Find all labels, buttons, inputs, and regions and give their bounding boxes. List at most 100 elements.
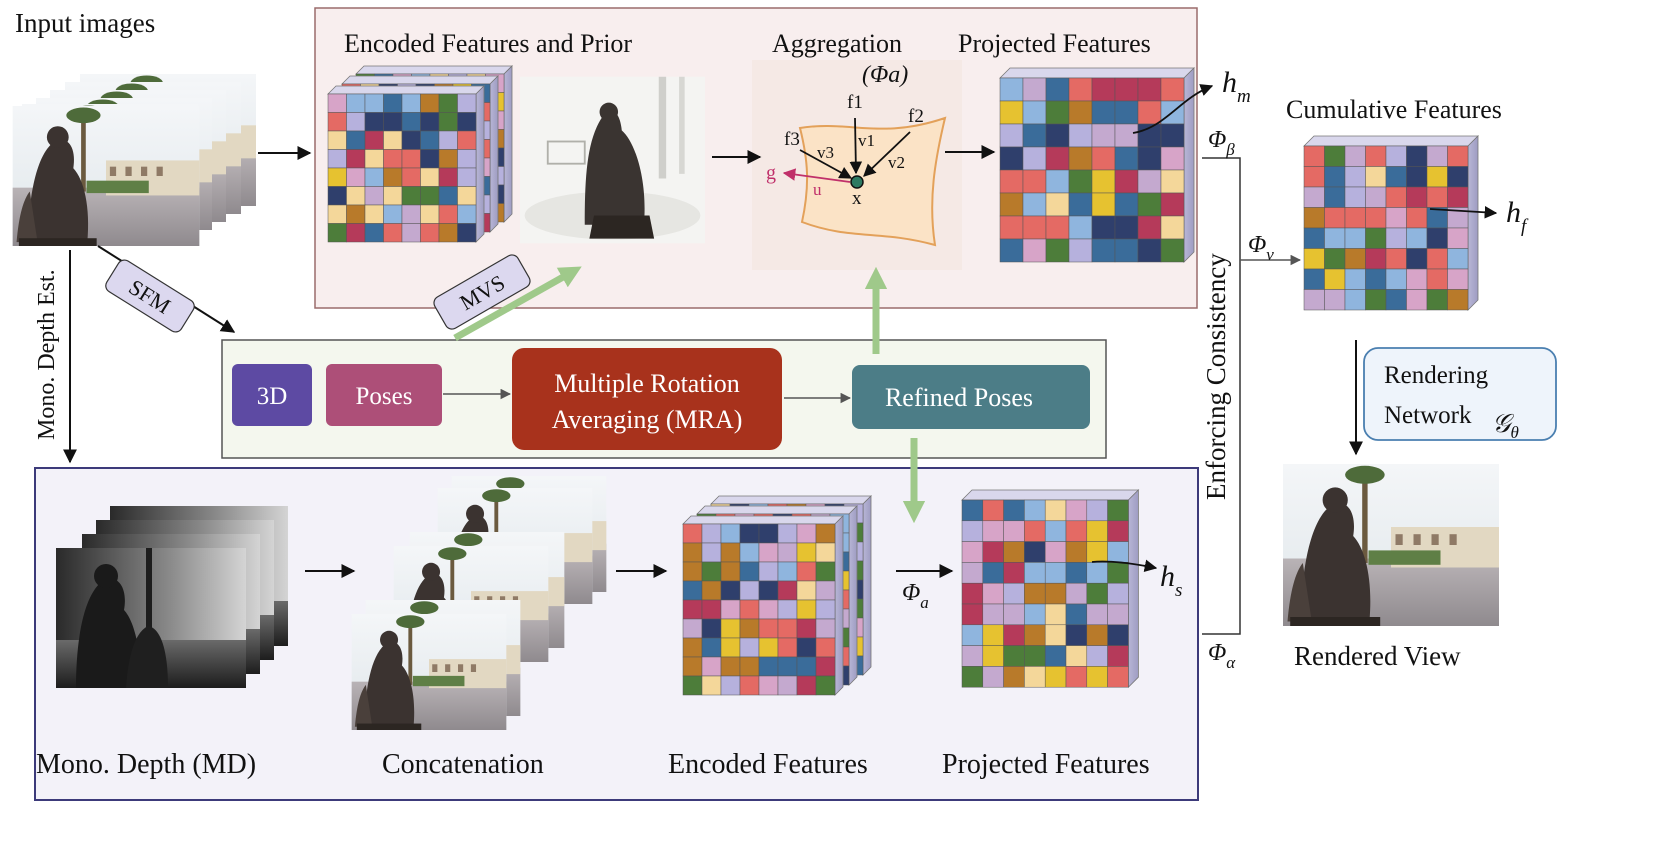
feature-cell: [999, 238, 1024, 263]
feature-cell: [346, 130, 366, 150]
rendered-view-image: [1283, 464, 1499, 626]
feature-cell: [1406, 186, 1428, 208]
feature-cell: [1044, 520, 1067, 542]
feature-cell: [1344, 289, 1366, 311]
feature-cell: [364, 223, 384, 243]
feature-cell: [1426, 289, 1448, 311]
feature-cell: [1024, 603, 1046, 626]
feature-cell: [1091, 100, 1116, 125]
cube-side-face: [475, 85, 485, 243]
label-x: x: [852, 188, 862, 209]
feature-cell: [1365, 207, 1387, 229]
feature-cell: [401, 186, 421, 206]
feature-cell: [1365, 145, 1387, 167]
feature-cell: [777, 618, 798, 639]
feature-cell: [420, 186, 440, 206]
cumulative-features-grid: [1303, 135, 1479, 311]
feature-cell: [1385, 145, 1407, 167]
feature-cell: [815, 599, 836, 620]
cube-top-face: [1303, 135, 1479, 147]
feature-cell: [346, 167, 366, 187]
feature-cell: [1045, 215, 1070, 240]
feature-cell: [982, 603, 1004, 626]
feature-cell: [815, 637, 836, 658]
feature-cell: [1068, 123, 1093, 148]
feature-cell: [1447, 268, 1469, 290]
feature-cell: [739, 542, 760, 563]
feature-cell: [1114, 192, 1139, 217]
aggregation-title: Aggregation: [772, 29, 902, 58]
feature-cell: [1107, 624, 1129, 646]
feature-cell: [739, 580, 760, 601]
feature-cell: [1003, 603, 1025, 626]
feature-cell: [383, 112, 403, 132]
feature-cell: [1022, 123, 1047, 148]
feature-cell: [758, 599, 779, 620]
feature-cell: [1003, 499, 1025, 522]
feature-cell: [1044, 499, 1067, 522]
point-x: [850, 175, 864, 189]
h-m-arrow: [1132, 84, 1214, 134]
label-v3: v3: [817, 143, 834, 162]
feature-cell: [1045, 146, 1070, 171]
feature-cell: [1447, 166, 1469, 188]
feature-cell: [364, 149, 384, 169]
feature-cell: [1086, 520, 1108, 542]
feature-cell: [1324, 186, 1346, 208]
feature-cell: [438, 223, 458, 243]
feature-cell: [1406, 145, 1428, 167]
box-3d: [232, 364, 312, 426]
encoded-features-grid-bottom: [682, 495, 872, 696]
feature-cell: [1385, 186, 1407, 208]
box-poses: [326, 364, 442, 426]
feature-cell: [420, 112, 440, 132]
feature-cell: [1045, 100, 1070, 125]
feature-cell: [1324, 207, 1346, 229]
feature-cell: [327, 149, 347, 169]
feature-cell: [999, 192, 1024, 217]
feature-cell: [1024, 541, 1046, 563]
label-g: g: [766, 162, 776, 184]
feature-cell: [1365, 166, 1387, 188]
feature-cell: [1385, 248, 1407, 270]
feature-cell: [1114, 77, 1139, 102]
feature-cell: [701, 523, 722, 544]
feature-cell: [1003, 582, 1025, 605]
feature-cell: [1022, 192, 1047, 217]
feature-cell: [438, 112, 458, 132]
feature-cell: [796, 637, 817, 658]
feature-cell: [420, 93, 440, 113]
feature-cell: [739, 523, 760, 544]
consistency-bracket: [1202, 157, 1241, 635]
feature-cell: [1385, 207, 1407, 229]
feature-cell: [720, 523, 741, 544]
feature-cell: [777, 656, 798, 677]
feature-cell: [1406, 248, 1428, 270]
encoded-features-grid-top: [327, 65, 513, 243]
box-refined-poses: [852, 365, 1090, 429]
feature-cell: [1091, 238, 1116, 263]
feature-cell: [438, 93, 458, 113]
feature-cell: [1045, 192, 1070, 217]
feature-cell: [682, 656, 703, 677]
feature-cell: [1091, 192, 1116, 217]
feature-cell: [961, 562, 984, 584]
feature-cell: [1068, 100, 1093, 125]
f1-vector: [849, 117, 863, 175]
feature-cell: [1065, 624, 1088, 646]
feature-cell: [1045, 123, 1070, 148]
feature-cell: [364, 112, 384, 132]
bottom-projected-label: Projected Features: [942, 749, 1150, 780]
feature-cell: [1065, 603, 1088, 626]
feature-cell: [383, 93, 403, 113]
feature-cell: [1426, 227, 1448, 249]
aggregation-phi: (Φa): [862, 62, 908, 88]
feature-cell: [346, 93, 366, 113]
feature-cell: [457, 112, 477, 132]
feature-cell: [327, 112, 347, 132]
feature-cell: [401, 204, 421, 224]
projected-features-grid-bottom: [961, 489, 1140, 689]
feature-cell: [796, 561, 817, 582]
cube-top-face: [327, 85, 485, 95]
h-m-label: hm: [1222, 66, 1251, 107]
